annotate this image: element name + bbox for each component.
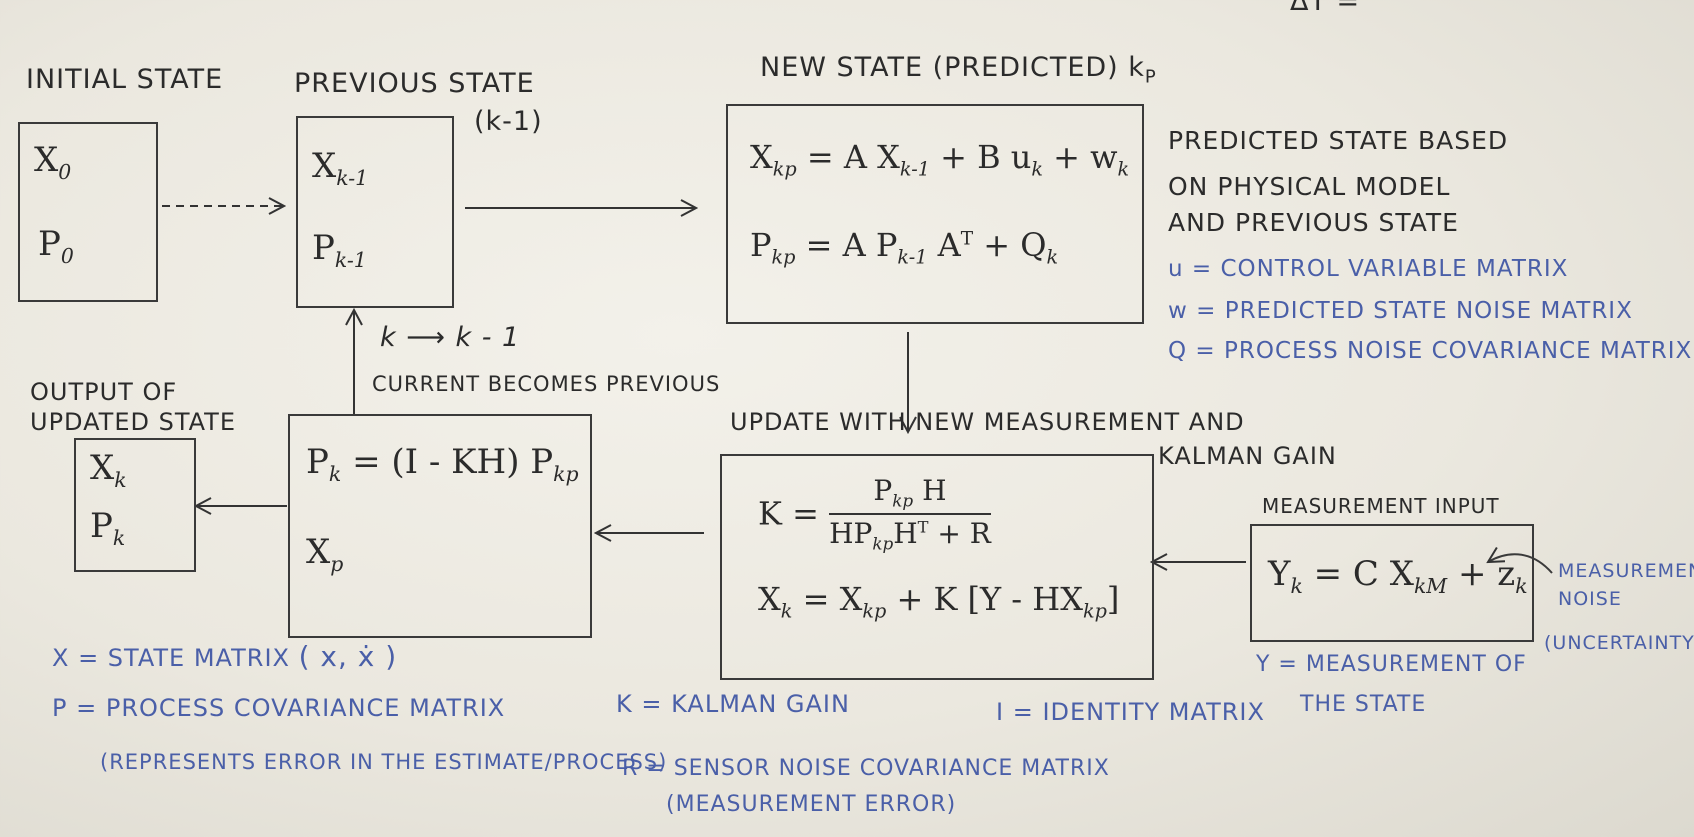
i-definition: I = IDENTITY MATRIX <box>996 698 1265 726</box>
update-title-2: KALMAN GAIN <box>1158 442 1337 470</box>
state-update-equation: Xk = Xkp + K [Y - HXkp] <box>758 580 1120 623</box>
k-definition: K = KALMAN GAIN <box>616 690 850 718</box>
update-title-1: UPDATE WITH NEW MEASUREMENT AND <box>730 408 1245 436</box>
q-definition: Q = PROCESS NOISE COVARIANCE MATRIX <box>1168 338 1693 364</box>
feedback-caption: CURRENT BECOMES PREVIOUS <box>372 372 721 396</box>
measurement-title: MEASUREMENT INPUT <box>1262 494 1500 518</box>
predicted-state-title: NEW STATE (PREDICTED) kP <box>760 52 1157 88</box>
p-definition-detail: (REPRESENTS ERROR IN THE ESTIMATE/PROCES… <box>100 750 668 774</box>
initial-p: P0 <box>38 224 74 268</box>
x-definition: X = STATE MATRIX ( x, ẋ ) <box>52 640 398 673</box>
kalman-gain-equation: K = Pkp H HPkpHT + R <box>758 474 991 554</box>
output-title-2: UPDATED STATE <box>30 408 236 436</box>
top-corner-text: ΔT = <box>1290 0 1361 17</box>
note-line-2: ON PHYSICAL MODEL <box>1168 172 1451 201</box>
note-line-3: AND PREVIOUS STATE <box>1168 208 1459 237</box>
output-p: Pk <box>90 506 126 550</box>
predicted-state-box: Xkp = A Xk-1 + B uk + wk Pkp = A Pk-1 AT… <box>726 104 1144 324</box>
initial-x: X0 <box>34 140 72 184</box>
previous-p: Pk-1 <box>312 228 367 272</box>
k-relation: k ⟶ k - 1 <box>380 322 521 353</box>
note-line-1: PREDICTED STATE BASED <box>1168 126 1509 155</box>
initial-state-box: X0 P0 <box>18 122 158 302</box>
measurement-noise-pointer <box>1488 554 1553 574</box>
previous-state-box: Xk-1 Pk-1 <box>296 116 454 308</box>
predicted-state-equation: Xkp = A Xk-1 + B uk + wk <box>750 138 1130 181</box>
update-box: K = Pkp H HPkpHT + R Xk = Xkp + K [Y - H… <box>720 454 1154 680</box>
initial-state-title: INITIAL STATE <box>26 64 224 95</box>
previous-state-subtitle: (k-1) <box>474 106 543 137</box>
current-covariance-equation: Pk = (I - KH) Pkp <box>306 442 579 486</box>
measurement-noise-label-3: (UNCERTAINTY) <box>1544 632 1694 654</box>
current-x: Xp <box>306 532 344 576</box>
p-definition: P = PROCESS COVARIANCE MATRIX <box>52 694 506 722</box>
current-state-box: Pk = (I - KH) Pkp Xp <box>288 414 592 638</box>
measurement-noise-label-2: NOISE <box>1558 588 1622 610</box>
output-title-1: OUTPUT OF <box>30 378 178 406</box>
y-definition-2: THE STATE <box>1300 692 1427 717</box>
output-state-box: Xk Pk <box>74 438 196 572</box>
r-definition-detail: (MEASUREMENT ERROR) <box>666 792 957 817</box>
u-definition: u = CONTROL VARIABLE MATRIX <box>1168 256 1569 282</box>
measurement-equation: Yk = C XkM + zk <box>1268 554 1528 598</box>
measurement-noise-label-1: MEASUREMENT <box>1558 560 1694 582</box>
previous-state-title: PREVIOUS STATE <box>294 68 535 99</box>
w-definition: w = PREDICTED STATE NOISE MATRIX <box>1168 298 1633 324</box>
previous-x: Xk-1 <box>312 146 369 190</box>
y-definition-1: Y = MEASUREMENT OF <box>1256 652 1527 677</box>
measurement-box: Yk = C XkM + zk <box>1250 524 1534 642</box>
kalman-gain-fraction: Pkp H HPkpHT + R <box>829 474 991 554</box>
predicted-covariance-equation: Pkp = A Pk-1 AT + Qk <box>750 226 1059 269</box>
r-definition: R = SENSOR NOISE COVARIANCE MATRIX <box>622 756 1110 781</box>
output-x: Xk <box>90 448 127 492</box>
